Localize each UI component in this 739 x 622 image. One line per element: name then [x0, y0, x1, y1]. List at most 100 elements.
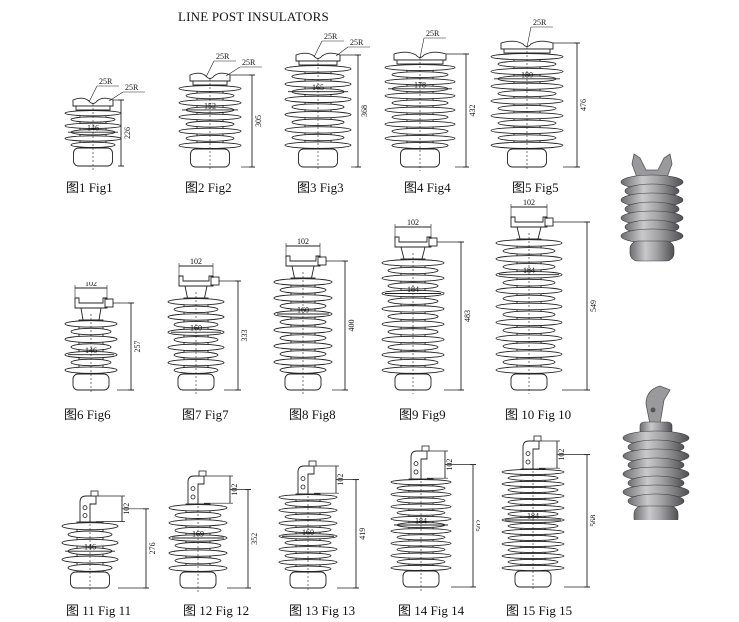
bracket-hole: [525, 451, 531, 457]
saddle-clamp-top: [72, 97, 114, 107]
side-bracket: [79, 495, 97, 523]
insulator-shed: [168, 549, 228, 557]
diameter-dimension-label: 146: [85, 346, 97, 355]
clamp-bolt: [428, 237, 438, 247]
bracket-bolt: [421, 445, 430, 452]
radius-leader: [205, 60, 215, 78]
radius-label: 25R: [350, 38, 364, 47]
bracket-hole: [525, 459, 531, 465]
diameter-dimension-label: 165: [312, 83, 324, 92]
figure-11-caption: 图 11 Fig 11: [66, 603, 132, 618]
figure-7-caption: 图7 Fig7: [182, 407, 229, 422]
figure-2-caption: 图2 Fig2: [185, 180, 232, 195]
figure-13-caption: 图 13 Fig 13: [289, 603, 356, 618]
height-dimension-label: 368: [360, 105, 369, 117]
bracket-hole: [82, 513, 88, 518]
figure-6-caption: 图6 Fig6: [64, 407, 111, 422]
insulator-shed: [173, 351, 219, 359]
clamp-top: [74, 297, 108, 309]
figure-4-caption: 图4 Fig4: [404, 180, 451, 195]
radius-leader: [419, 37, 425, 59]
figure-15-caption: 图 15 Fig 15: [506, 603, 573, 618]
saddle-clamp-top: [295, 52, 341, 62]
bracket-hole: [413, 461, 419, 467]
width-dimension-label: 102: [85, 282, 97, 288]
height-dimension-label: 419: [358, 528, 367, 540]
figure-10-caption: 图 10 Fig 10: [505, 407, 572, 422]
diameter-dimension-label: 160: [297, 306, 309, 315]
saddle-clamp-top: [393, 51, 447, 61]
height-dimension-label: 333: [240, 330, 249, 342]
height-dimension-label: 305: [254, 115, 263, 127]
bracket-bolt: [533, 435, 542, 442]
diameter-dimension-label: 184: [523, 266, 535, 275]
diameter-dimension-label: 146: [84, 543, 96, 552]
clamp-bolt: [544, 217, 554, 227]
height-dimension-label: 276: [148, 542, 157, 554]
diameter-dimension-label: 184: [407, 285, 419, 294]
figure-3-caption: 图3 Fig3: [297, 180, 344, 195]
photo-bracket-hole: [650, 407, 656, 413]
height-dimension-label: 476: [579, 99, 588, 111]
insulator-core: [76, 521, 104, 573]
radius-label: 25R: [216, 52, 230, 61]
radius-leader: [108, 91, 124, 102]
diameter-dimension-label: 180: [521, 70, 533, 79]
side-bracket: [297, 465, 315, 495]
clamp-top: [285, 255, 321, 267]
diameter-dimension-label: 178: [414, 80, 426, 89]
diameter-dimension-label: 152: [204, 101, 216, 110]
radius-leader: [335, 46, 349, 57]
height-dimension-label: 226: [123, 127, 132, 139]
radius-label: 25R: [324, 32, 338, 41]
figure-3-drawing: 25R 25R 368 165: [284, 32, 370, 171]
insulator-photo-top: [620, 153, 684, 262]
insulator-shed: [284, 126, 352, 134]
width-dimension-label: 102: [297, 237, 309, 246]
insulator-shed: [61, 538, 119, 547]
height-dimension-label: 568: [589, 515, 595, 527]
bracket-hole: [300, 476, 306, 482]
radius-leader: [526, 26, 532, 48]
insulator-shed: [387, 328, 439, 336]
insulator-photo-bottom: [622, 385, 690, 520]
radius-label: 25R: [426, 29, 440, 38]
saddle-clamp-top: [189, 72, 231, 82]
bracket-hole: [413, 469, 419, 475]
figure-14-caption: 图 14 Fig 14: [398, 603, 465, 618]
figure-1-caption: 图1 Fig1: [66, 180, 113, 195]
figure-8-caption: 图8 Fig8: [289, 407, 336, 422]
figure-9-caption: 图9 Fig9: [399, 407, 446, 422]
radius-label: 25R: [99, 77, 113, 86]
clamp-bolt: [317, 256, 327, 266]
height-dimension-label: 549: [589, 300, 598, 312]
insulator-shed: [381, 320, 445, 328]
page-title: LINE POST INSULATORS: [178, 9, 329, 24]
diameter-dimension-label: 160: [302, 528, 314, 537]
bracket-hole: [300, 484, 306, 490]
bracket-hole: [190, 494, 196, 500]
radius-label: 25R: [242, 58, 256, 67]
height-dimension-label: 483: [463, 310, 472, 322]
diameter-dimension-label: 160: [190, 324, 202, 333]
saddle-clamp-top: [500, 40, 554, 50]
photo-base: [633, 505, 679, 520]
width-dimension-label: 102: [523, 198, 535, 207]
diameter-dimension-label: 146: [87, 124, 99, 133]
bracket-bolt: [90, 490, 99, 497]
radius-leader: [313, 40, 323, 58]
diameter-dimension-label: 169: [192, 530, 204, 539]
photo-bracket-hardware: [645, 385, 671, 425]
figure-10-drawing: 102 549 184: [495, 198, 598, 394]
